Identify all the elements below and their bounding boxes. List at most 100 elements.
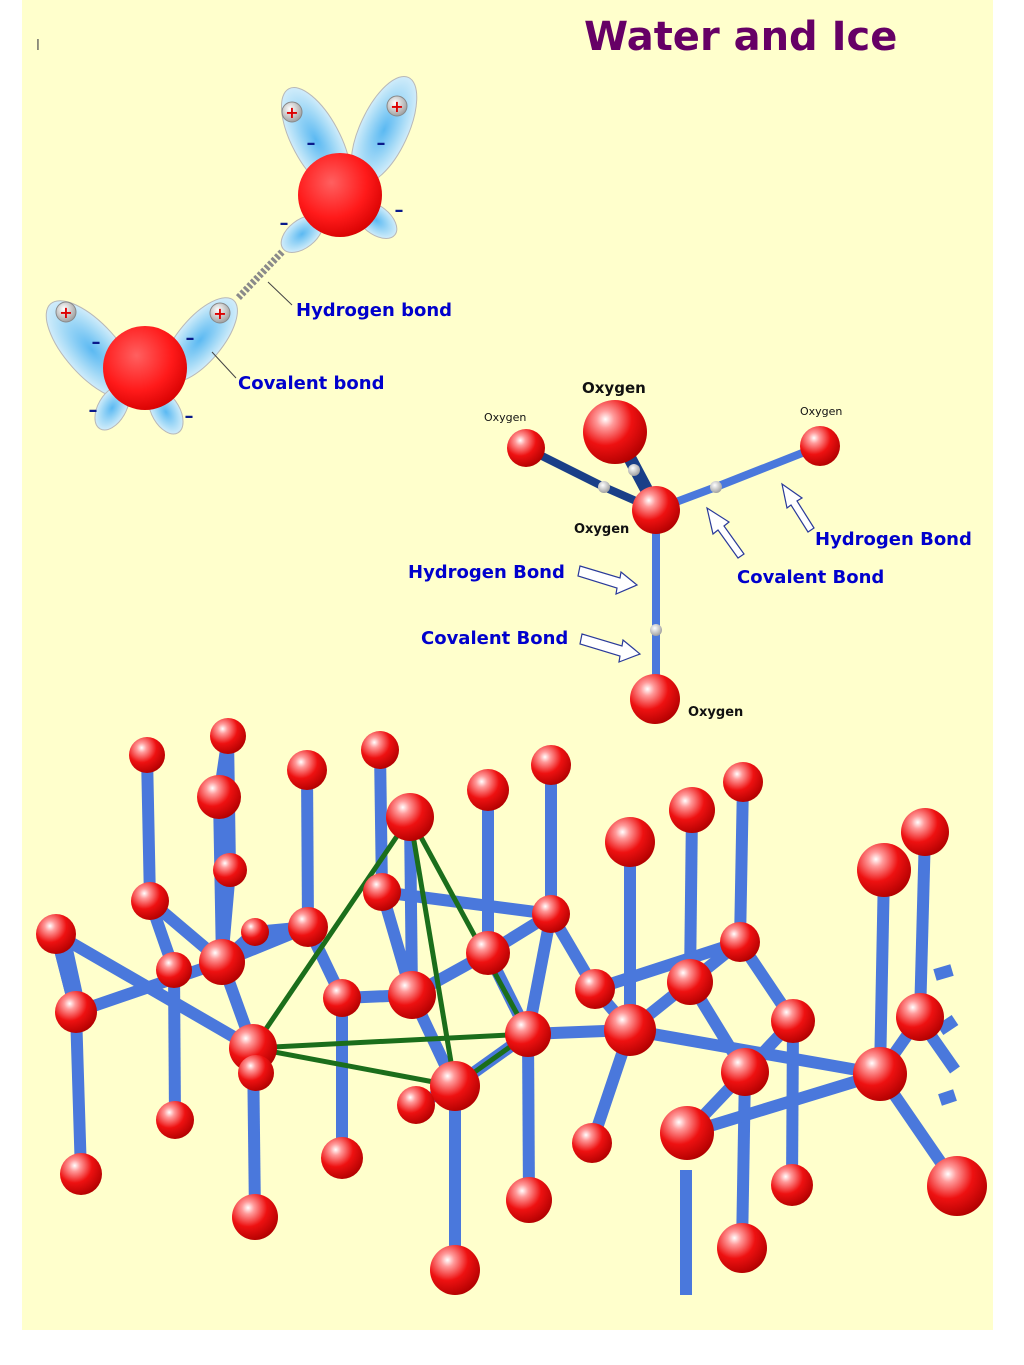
lattice-bond xyxy=(685,1068,882,1139)
tetrahedron-edge xyxy=(407,815,531,1036)
upper-water-molecule xyxy=(280,75,418,253)
oxygen-atom-icon xyxy=(213,853,247,887)
oxygen-label: Oxygen xyxy=(800,405,842,418)
arrow-icon xyxy=(579,633,642,663)
oxygen-atom-icon xyxy=(927,1156,987,1216)
oxygen-atom-icon xyxy=(361,731,399,769)
oxygen-atom-icon xyxy=(36,914,76,954)
oxygen-atom-icon xyxy=(397,1086,435,1124)
oxygen-atom-icon xyxy=(199,939,245,985)
arrow-icon xyxy=(781,482,815,533)
oxygen-atom-icon xyxy=(241,918,269,946)
oxygen-atom-icon xyxy=(630,674,680,724)
oxygen-atom-icon xyxy=(771,1164,813,1206)
tetrahedral-bonding: Oxygen Oxygen Oxygen Oxygen Oxygen Hydro… xyxy=(408,379,972,724)
tetrahedron-edge xyxy=(407,816,458,1087)
hydrogen-bond-leader xyxy=(267,281,293,306)
oxygen-atom-icon xyxy=(717,1223,767,1273)
oxygen-atom-icon xyxy=(896,993,944,1041)
covalent-bond-label: Covalent bond xyxy=(238,373,384,394)
hydrogen-bond-label: Hydrogen Bond xyxy=(815,529,972,550)
plus-sign: + xyxy=(390,97,403,116)
corner-mark: l xyxy=(36,38,40,54)
tetrahedron-edge xyxy=(252,1031,529,1051)
oxygen-atom-icon xyxy=(632,486,680,534)
lattice-bond xyxy=(914,831,931,1018)
lower-water-molecule xyxy=(45,297,238,435)
oxygen-atom-icon xyxy=(667,959,713,1005)
hydrogen-atom-icon xyxy=(55,301,77,323)
lattice-bond xyxy=(52,928,257,1054)
hydrogen-bond-label: Hydrogen bond xyxy=(296,300,452,321)
oxygen-atom-icon xyxy=(532,895,570,933)
arrow-icon xyxy=(577,565,639,595)
oxygen-atom-icon xyxy=(287,750,327,790)
covalent-bond-leader xyxy=(211,351,237,379)
lattice-bonds xyxy=(50,735,962,1295)
hydrogen-bond-dashes xyxy=(235,249,285,301)
oxygen-atom-icon xyxy=(505,1011,551,1057)
oxygen-atom-icon xyxy=(660,1106,714,1160)
hydrogen-atom-icon xyxy=(209,302,231,324)
lattice-bond xyxy=(374,749,388,893)
oxygen-atom-icon xyxy=(857,843,911,897)
oxygen-atom-icon xyxy=(507,429,545,467)
lattice-bond xyxy=(70,1011,87,1175)
oxygen-atom-icon xyxy=(55,991,97,1033)
hydrogen-atom-icon xyxy=(598,481,610,493)
oxygen-atom-icon xyxy=(197,775,241,819)
oxygen-label: Oxygen xyxy=(484,411,526,424)
oxygen-atom-icon xyxy=(604,1004,656,1056)
oxygen-label: Oxygen xyxy=(574,522,629,537)
minus-sign: – xyxy=(89,400,98,421)
hydrogen-atom-icon xyxy=(650,624,662,636)
hydrogen-atom-icon xyxy=(710,481,722,493)
oxygen-atom-icon xyxy=(129,737,165,773)
tetrahedron-edge xyxy=(252,1045,456,1089)
tetrahedron-edge xyxy=(250,815,413,1050)
oxygen-atom-icon xyxy=(583,400,647,464)
oxygen-atom-icon xyxy=(721,1048,769,1096)
oxygen-atom-icon xyxy=(720,922,760,962)
water-molecule-pair: + + + + – – – – – – – – Hydrogen bond Co… xyxy=(45,75,452,435)
plus-sign: + xyxy=(285,103,298,122)
hydrogen-atom-icon xyxy=(628,464,640,476)
lattice-bond xyxy=(60,943,84,1002)
oxygen-atom-icon xyxy=(669,787,715,833)
lattice-bond xyxy=(301,769,314,928)
oxygen-atom-icon xyxy=(466,931,510,975)
minus-sign: – xyxy=(185,406,194,427)
oxygen-atom-icon xyxy=(156,952,192,988)
lattice-bond xyxy=(736,1071,751,1249)
oxygen-atom-icon xyxy=(323,979,361,1017)
plus-sign: + xyxy=(213,304,226,323)
oxygen-atom-icon xyxy=(572,1123,612,1163)
covalent-bond-label: Covalent Bond xyxy=(737,567,884,588)
minus-sign: – xyxy=(377,133,386,154)
oxygen-atom-icon xyxy=(321,1137,363,1179)
oxygen-atom-icon xyxy=(531,745,571,785)
ice-lattice xyxy=(36,718,987,1295)
minus-sign: – xyxy=(280,213,289,234)
covalent-bond-label: Covalent Bond xyxy=(421,628,568,649)
oxygen-label: Oxygen xyxy=(688,705,743,720)
oxygen-atom-icon xyxy=(386,793,434,841)
oxygen-atom-icon xyxy=(298,153,382,237)
oxygen-atom-icon xyxy=(210,718,246,754)
oxygen-atom-icon xyxy=(430,1061,480,1111)
oxygen-atom-icon xyxy=(853,1047,907,1101)
oxygen-atom-icon xyxy=(723,762,763,802)
oxygen-atom-icon xyxy=(430,1245,480,1295)
minus-sign: – xyxy=(307,133,316,154)
lattice-bond xyxy=(593,936,742,995)
oxygen-atom-icon xyxy=(131,882,169,920)
lattice-bond xyxy=(381,886,552,920)
hydrogen-atom-icon xyxy=(281,101,303,123)
oxygen-atom-icon xyxy=(238,1055,274,1091)
lattice-bond xyxy=(933,964,954,981)
page-title: Water and Ice xyxy=(584,14,897,60)
oxygen-atom-icon xyxy=(288,907,328,947)
lattice-bond xyxy=(522,1033,535,1201)
oxygen-atom-icon xyxy=(363,873,401,911)
